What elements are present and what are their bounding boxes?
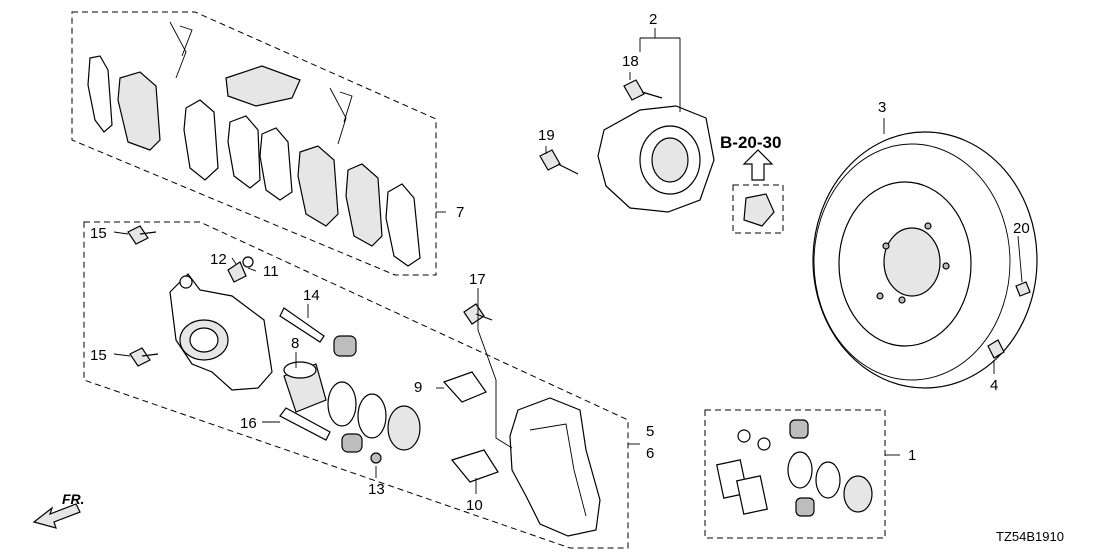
caliper-bolts-15[interactable] [127,225,159,367]
callout-3: 3 [878,99,886,116]
hub-nut-4[interactable] [987,339,1005,359]
callout-2: 2 [649,11,657,28]
callout-19: 19 [538,127,555,144]
callout-14: 14 [303,287,320,304]
front-direction-arrow [32,503,81,529]
callout-20: 20 [1013,220,1030,237]
callout-5: 5 [646,423,654,440]
callout-1: 1 [908,447,916,464]
diagram-code: TZ54B1910 [996,529,1064,544]
caliper-bracket[interactable] [509,397,601,537]
seal-kit-group [704,409,886,539]
callout-7: 7 [456,204,464,221]
callout-15a: 15 [90,225,107,242]
hub-bolt-18[interactable] [623,79,663,101]
rotor-screw-20[interactable] [1015,281,1031,297]
callout-4: 4 [990,377,998,394]
bleeder-cap-13[interactable] [370,452,382,464]
hub-bolt-19[interactable] [539,149,579,175]
pad-retainer-clip-9[interactable] [442,371,487,403]
guide-pin-14[interactable] [279,307,325,343]
pin-boot[interactable] [333,335,363,453]
callout-9: 9 [414,379,422,396]
caliper-body[interactable] [169,273,273,391]
caliper-group-outline [83,221,629,549]
callout-17: 17 [469,271,486,288]
callout-16: 16 [240,415,257,432]
leader-lines [113,28,1023,494]
callout-13: 13 [368,481,385,498]
reference-code: B-20-30 [720,133,781,152]
hub-bearing-assembly[interactable] [597,105,715,213]
callout-8: 8 [291,335,299,352]
front-label: FR. [62,491,85,507]
pad-retainer-clip-10[interactable] [450,449,499,483]
callout-12: 12 [210,251,227,268]
callout-6: 6 [646,445,654,462]
piston[interactable] [283,361,327,413]
callout-11: 11 [263,263,279,280]
callout-18: 18 [622,53,639,70]
pad-set-group-outline [71,11,437,276]
callout-15b: 15 [90,347,107,364]
guide-pin-16[interactable] [279,407,331,441]
callout-10: 10 [466,497,483,514]
bleeder-screw[interactable] [227,256,254,283]
brake-disc-rotor[interactable] [812,131,1038,389]
reference-nut-box [732,149,784,234]
piston-seals[interactable] [327,381,421,451]
brake-pad-set[interactable] [87,21,421,267]
